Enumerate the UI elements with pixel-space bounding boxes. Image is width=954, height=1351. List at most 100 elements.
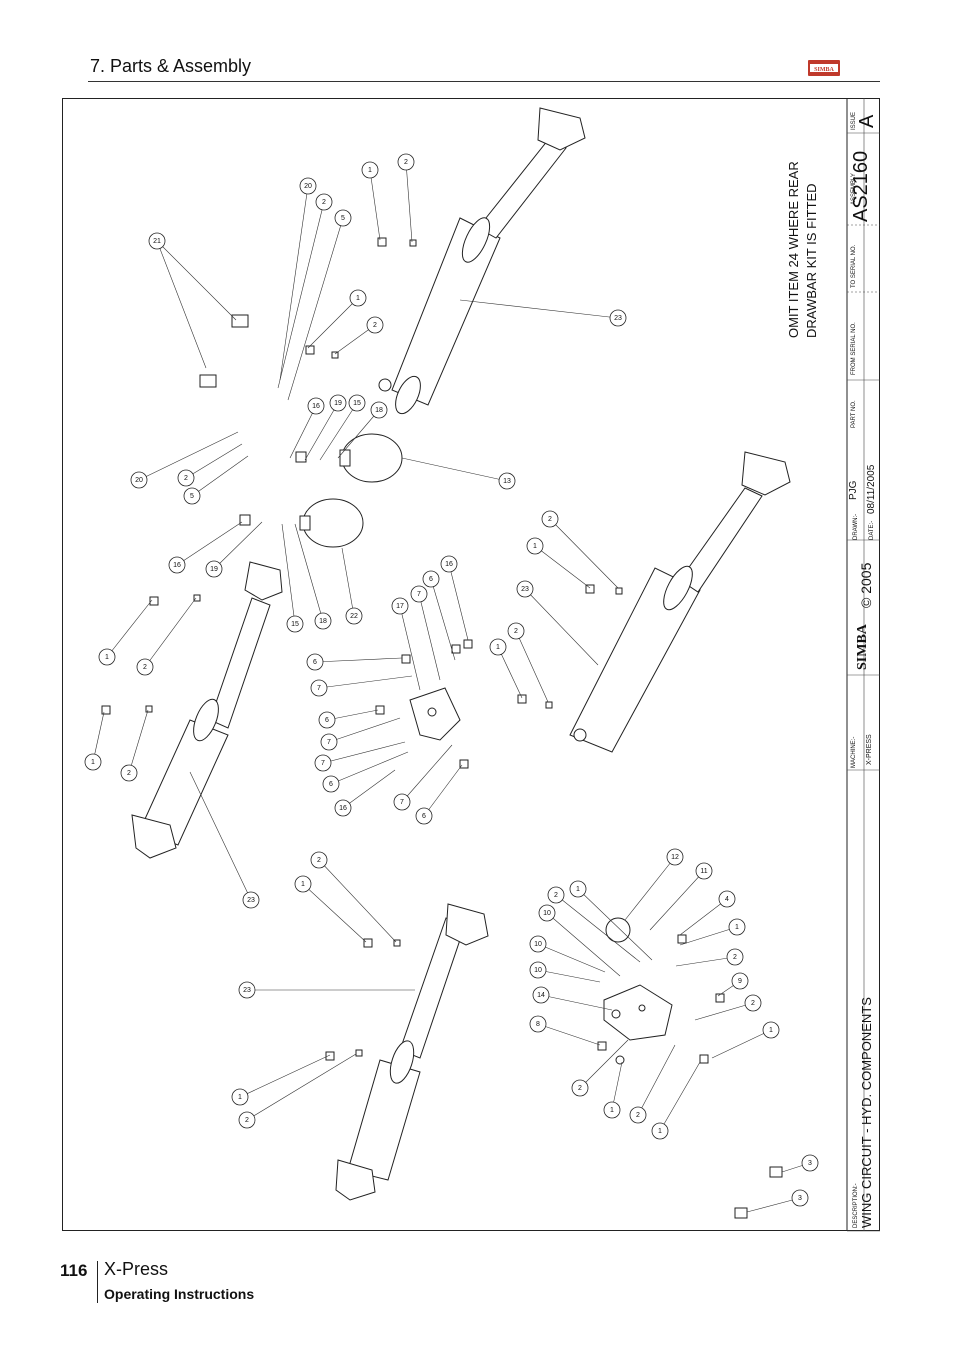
callout: 19 xyxy=(205,521,263,578)
svg-text:18: 18 xyxy=(375,407,383,414)
svg-text:10: 10 xyxy=(534,967,542,974)
svg-text:20: 20 xyxy=(304,183,312,190)
from-serial-label: FROM SERIAL NO. xyxy=(851,322,857,375)
callout: 1 xyxy=(294,875,367,943)
section-title: 7. Parts & Assembly xyxy=(90,56,252,76)
svg-text:1: 1 xyxy=(658,1128,662,1135)
drawing-frame xyxy=(62,98,880,1231)
svg-text:1: 1 xyxy=(610,1107,614,1114)
simba-logo-icon: SIMBA xyxy=(808,60,840,76)
header-rule xyxy=(88,81,880,82)
callout: 2 xyxy=(694,994,762,1021)
callout: 10 xyxy=(538,904,621,977)
svg-text:6: 6 xyxy=(429,576,433,583)
callout-label: 1 xyxy=(368,167,372,174)
svg-text:16: 16 xyxy=(312,403,320,410)
callout: 1 xyxy=(651,1061,701,1140)
callout: 23 xyxy=(516,580,599,666)
svg-text:2: 2 xyxy=(143,664,147,671)
callout: 1 xyxy=(489,638,523,699)
callout: 1 xyxy=(603,1061,623,1119)
callout: 2 xyxy=(310,851,397,943)
callout: 9 xyxy=(717,972,749,997)
callout: 7 xyxy=(320,717,401,751)
svg-text:8: 8 xyxy=(536,1021,540,1028)
svg-text:10: 10 xyxy=(543,910,551,917)
callout: 3 xyxy=(746,1189,809,1213)
svg-text:2: 2 xyxy=(127,770,131,777)
callout-layer: 1 2 20 2 5 21 1 2 23 16 19 15 18 13 20 2… xyxy=(84,153,819,1213)
svg-text:2: 2 xyxy=(245,1117,249,1124)
svg-text:21: 21 xyxy=(153,238,161,245)
svg-text:23: 23 xyxy=(614,315,622,322)
callout: 20 xyxy=(130,431,239,489)
svg-text:2: 2 xyxy=(322,199,326,206)
svg-text:7: 7 xyxy=(321,760,325,767)
cylinder-left-middle xyxy=(131,561,283,859)
svg-text:2: 2 xyxy=(554,892,558,899)
callout: 2 xyxy=(629,1044,676,1124)
callout: 1 xyxy=(361,161,381,241)
issue-value: A xyxy=(856,114,878,128)
callout: 2 xyxy=(547,886,641,963)
callout: 1 xyxy=(679,918,746,946)
callout: 14 xyxy=(532,986,613,1011)
callout: 10 xyxy=(529,935,606,973)
svg-text:15: 15 xyxy=(353,400,361,407)
note-line-1: OMIT ITEM 24 WHERE REAR xyxy=(786,161,801,338)
machine-label: MACHINE:- xyxy=(851,736,857,768)
callout: 2 xyxy=(177,443,243,487)
callout: 6 xyxy=(306,653,403,671)
svg-text:7: 7 xyxy=(417,591,421,598)
svg-text:1: 1 xyxy=(533,543,537,550)
brand-logo: SIMBA xyxy=(855,624,870,670)
callout: 2 xyxy=(507,622,549,703)
svg-text:1: 1 xyxy=(496,644,500,651)
callout: 12 xyxy=(624,848,684,921)
note-line-2: DRAWBAR KIT IS FITTED xyxy=(804,183,819,338)
callout: 13 xyxy=(401,457,516,490)
accumulator-lower xyxy=(299,498,364,548)
footer-subtitle: Operating Instructions xyxy=(104,1286,255,1302)
callout: 21 xyxy=(148,232,237,369)
svg-text:16: 16 xyxy=(445,561,453,568)
svg-text:2: 2 xyxy=(184,475,188,482)
cylinder-lower xyxy=(335,903,489,1201)
callout: 15 xyxy=(319,394,366,461)
svg-text:19: 19 xyxy=(210,566,218,573)
callout: 4 xyxy=(679,890,736,936)
callout: 2 xyxy=(120,709,149,782)
callout: 2 xyxy=(397,153,415,243)
callout: 16 xyxy=(440,555,469,641)
svg-text:2: 2 xyxy=(317,857,321,864)
valve-block-lower xyxy=(603,917,673,1065)
svg-text:20: 20 xyxy=(135,477,143,484)
svg-text:SIMBA: SIMBA xyxy=(814,67,834,73)
svg-text:23: 23 xyxy=(243,987,251,994)
svg-text:3: 3 xyxy=(808,1160,812,1167)
callout: 1 xyxy=(307,289,367,349)
callout: 23 xyxy=(189,771,260,909)
callout: 19 xyxy=(304,394,347,461)
svg-text:11: 11 xyxy=(700,868,707,875)
copyright: © 2005 xyxy=(858,562,874,608)
svg-text:10: 10 xyxy=(534,941,542,948)
callout: 18 xyxy=(337,401,388,459)
svg-text:2: 2 xyxy=(733,954,737,961)
callout: 17 xyxy=(391,597,421,691)
date-value: 08/11/2005 xyxy=(866,464,877,514)
svg-text:17: 17 xyxy=(396,603,404,610)
callout: 7 xyxy=(410,585,441,681)
svg-text:18: 18 xyxy=(319,618,327,625)
callout: 16 xyxy=(289,397,325,459)
callout: 6 xyxy=(318,709,379,729)
svg-text:2: 2 xyxy=(514,628,518,635)
description-value: WING CIRCUIT - HYD. COMPONENTS xyxy=(859,997,874,1228)
svg-text:4: 4 xyxy=(725,896,729,903)
callout-layer-extra xyxy=(239,1053,357,1121)
svg-text:2: 2 xyxy=(404,159,408,166)
svg-text:14: 14 xyxy=(537,992,545,999)
to-serial-label: TO SERIAL NO. xyxy=(851,244,857,288)
callout: 3 xyxy=(781,1154,819,1173)
footer-divider xyxy=(97,1261,98,1303)
